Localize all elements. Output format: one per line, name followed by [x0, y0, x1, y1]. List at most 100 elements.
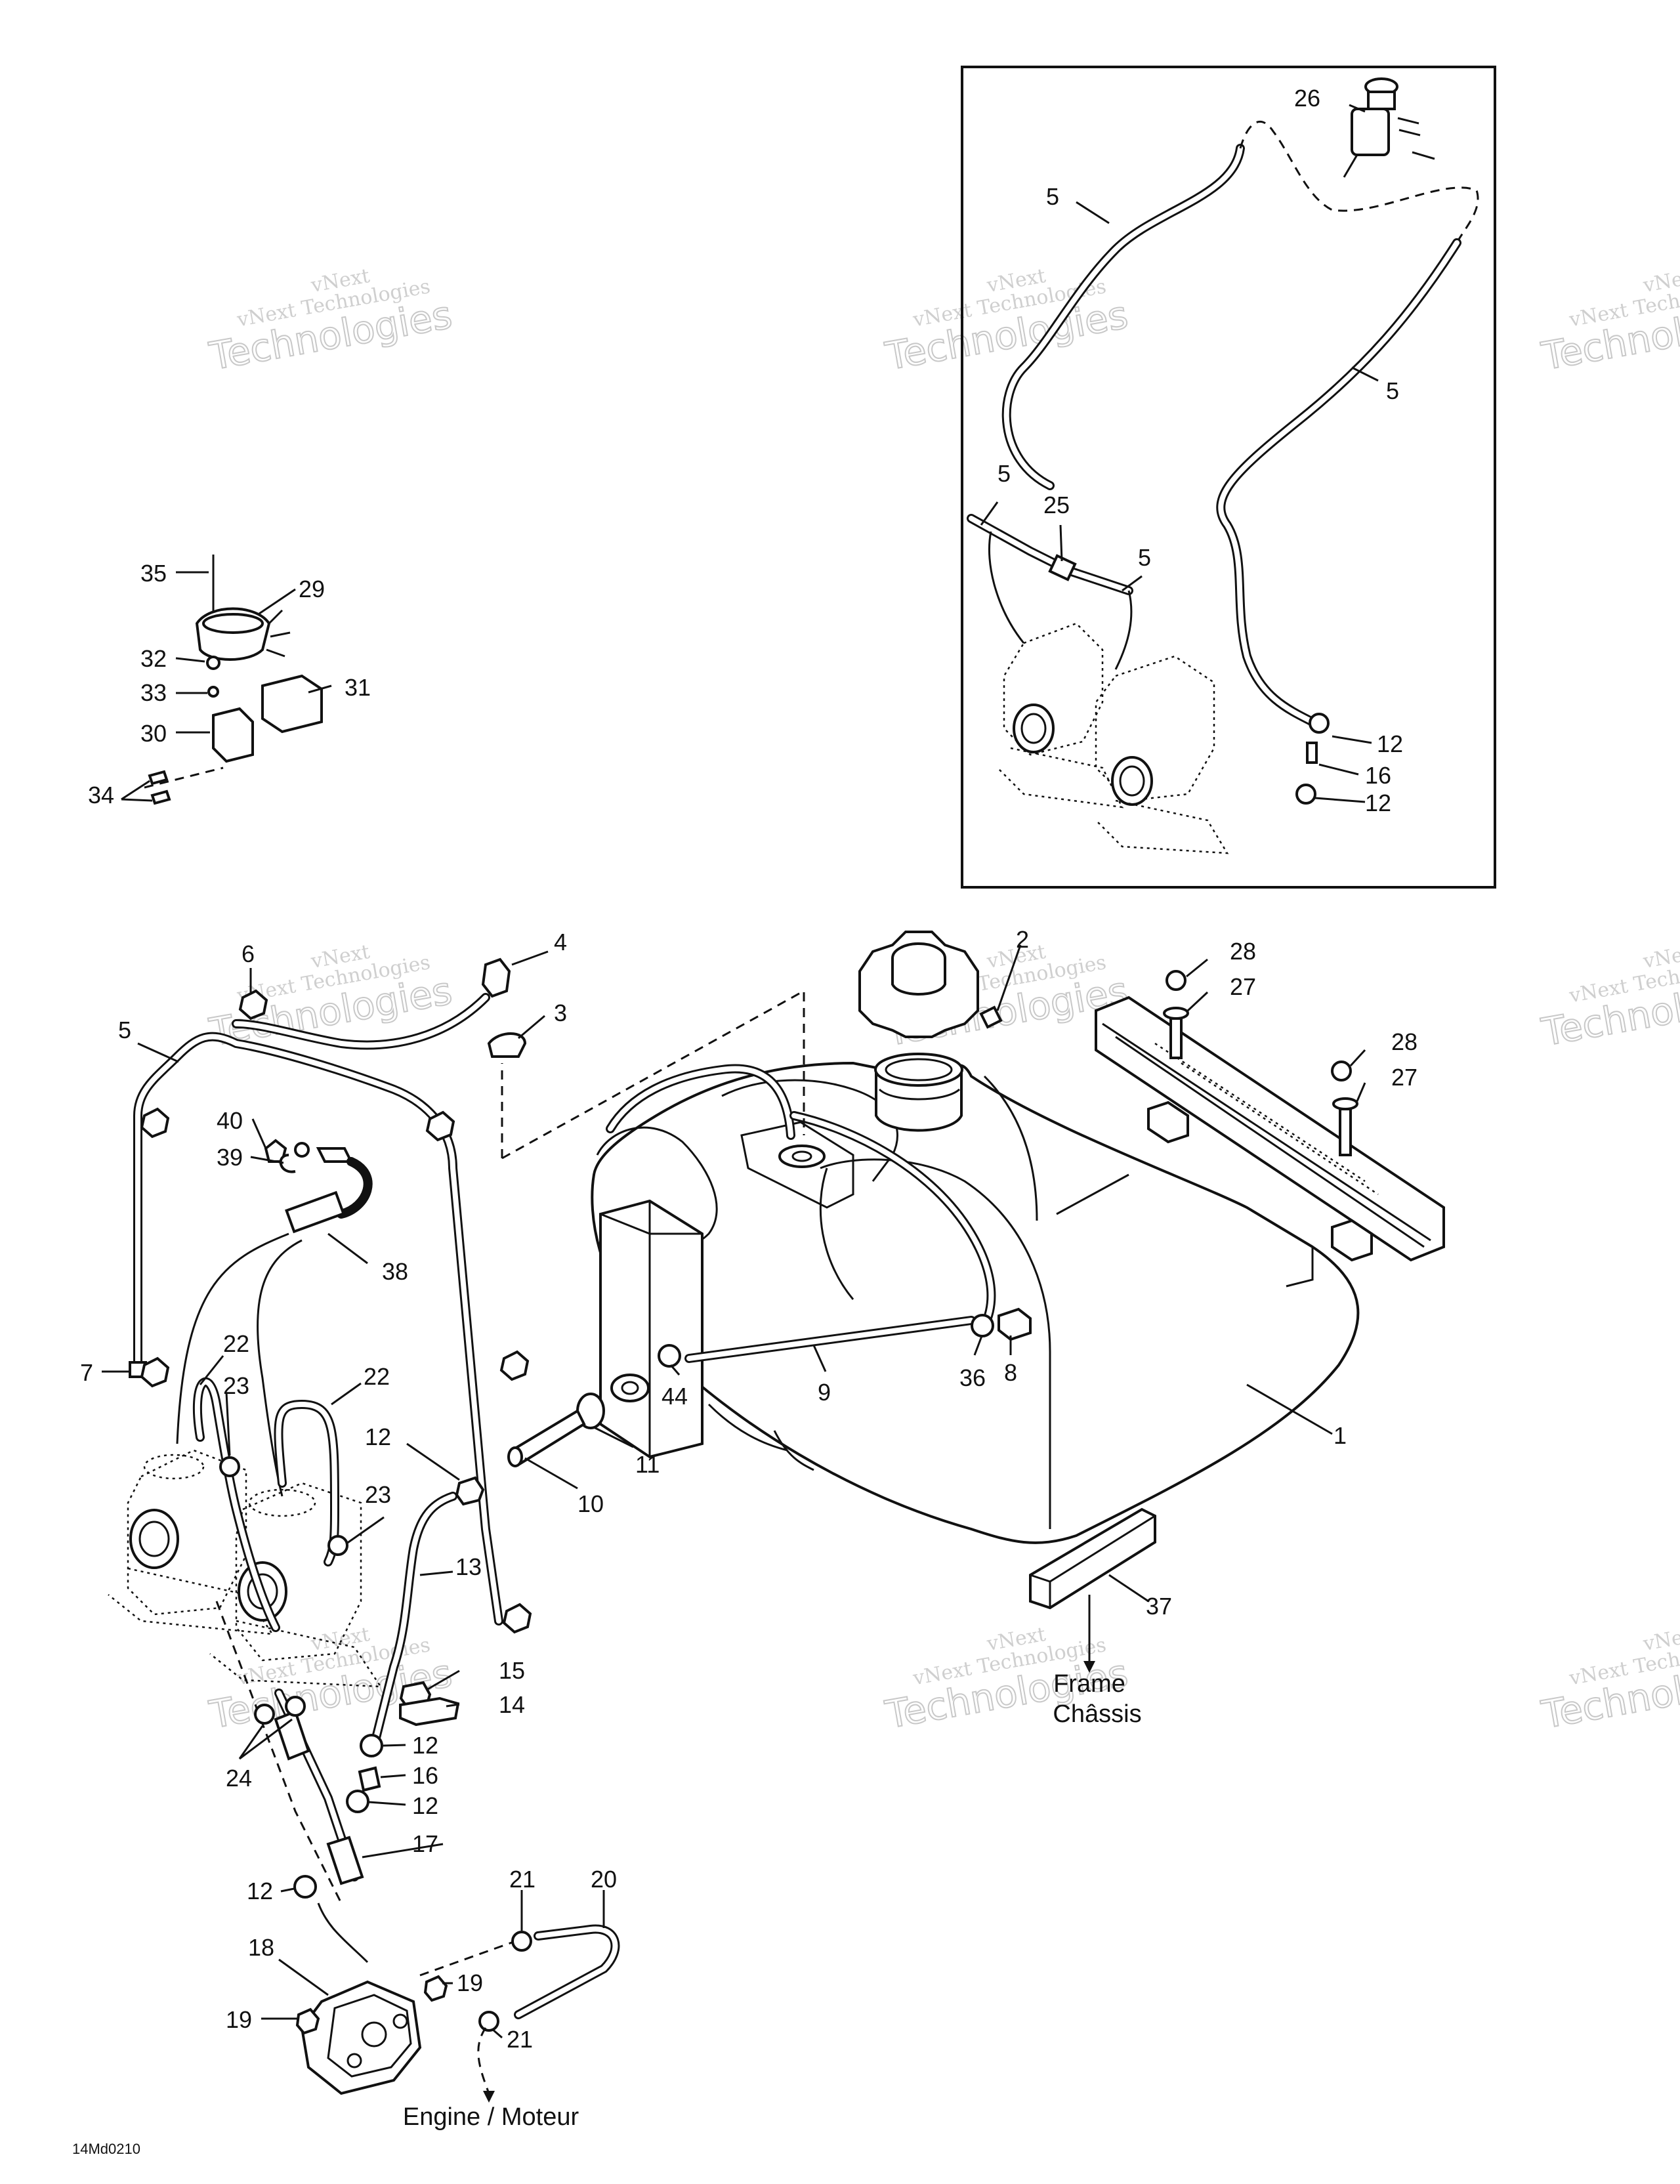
screw-19a-part: [423, 1975, 448, 2002]
chassis-caption: Châssis: [1053, 1700, 1141, 1728]
clip-39-part: [279, 1154, 296, 1173]
callout-4: 4: [554, 929, 567, 956]
callout-18: 18: [248, 1934, 274, 1961]
callout-21: 21: [507, 2026, 533, 2053]
clamp-12d-part: [360, 1734, 383, 1757]
throttle-cable-hidden: [1239, 120, 1479, 243]
throttle-cable-right: [1216, 238, 1461, 726]
tank-outlet-lines: [507, 1307, 1032, 1467]
screw-19b-part: [295, 2007, 320, 2035]
callout-3: 3: [554, 999, 567, 1026]
clamp-23b-part: [327, 1535, 348, 1556]
callout-5: 5: [1046, 183, 1059, 210]
nut-28b-part: [1331, 1060, 1352, 1082]
callout-5: 5: [1386, 377, 1399, 404]
callout-39: 39: [217, 1144, 243, 1171]
washer-27b-part: [1332, 1097, 1358, 1110]
watermark-9: vNext vNext Technologies Technologies: [1538, 1623, 1680, 1738]
bracket-30-part: [212, 707, 254, 763]
clamp-12f-part: [293, 1875, 317, 1899]
carburetors-inset: [997, 622, 1229, 854]
throttle-lever-part: [1343, 77, 1435, 178]
nut-32-part: [206, 656, 220, 670]
fuel-supply-line: [215, 1476, 620, 2095]
joint-16-part: [358, 1766, 381, 1792]
callout-28: 28: [1391, 1028, 1418, 1055]
callout-27: 27: [1391, 1064, 1418, 1091]
callout-38: 38: [382, 1258, 408, 1285]
engine-caption: Engine / Moteur: [403, 2103, 579, 2131]
callout-17: 17: [412, 1830, 438, 1857]
callout-24: 24: [226, 1765, 252, 1792]
callout-6: 6: [242, 940, 255, 967]
callout-25: 25: [1043, 492, 1070, 518]
callout-19: 19: [457, 1969, 483, 1996]
callout-8: 8: [1004, 1359, 1017, 1386]
fitting-8-part: [998, 1307, 1032, 1341]
callout-35: 35: [140, 560, 167, 587]
clamp-24b-part: [285, 1696, 306, 1717]
cable-splitter-part: [967, 514, 1133, 670]
callout-5: 5: [118, 1017, 131, 1043]
callout-34: 34: [88, 782, 114, 808]
callout-20: 20: [591, 1866, 617, 1893]
inset-throttle-cable: [961, 66, 1496, 889]
callout-16: 16: [1365, 762, 1391, 789]
callout-23: 23: [223, 1372, 249, 1399]
throttle-cable-upper-inner: [1003, 146, 1243, 488]
callout-14: 14: [499, 1691, 525, 1718]
carburetors-main: [108, 1377, 383, 1688]
callout-7: 7: [80, 1359, 93, 1386]
vent-valve-4-part: [481, 957, 511, 998]
clip-6-part: [238, 989, 268, 1020]
washer-33-part: [207, 686, 219, 698]
filter-17-part: [326, 1836, 364, 1885]
callout-1: 1: [1334, 1422, 1347, 1449]
washer-27a-part: [1163, 1007, 1189, 1020]
clamp-24a-part: [254, 1704, 275, 1725]
callout-9: 9: [818, 1379, 831, 1406]
callout-22: 22: [223, 1330, 249, 1357]
callout-26: 26: [1294, 85, 1320, 112]
callout-33: 33: [140, 679, 167, 706]
diagram-code: 14Md0210: [72, 2141, 140, 2157]
callout-5: 5: [998, 460, 1011, 487]
clamp-23a-part: [219, 1456, 240, 1477]
bracket-31-part: [261, 674, 323, 734]
connector-38-part: [285, 1190, 345, 1234]
leader-lines: [102, 944, 1366, 2039]
callout-12: 12: [365, 1423, 391, 1450]
callout-12: 12: [412, 1792, 438, 1819]
callout-16: 16: [412, 1762, 438, 1789]
watermark-2: vNext vNext Technologies Technologies: [881, 264, 1132, 379]
vent-line: [129, 957, 532, 1634]
callout-44: 44: [662, 1383, 688, 1410]
watermark-3: vNext vNext Technologies Technologies: [1538, 264, 1680, 379]
frame-caption: Frame: [1053, 1670, 1125, 1698]
support-bracket-part: [1029, 1507, 1156, 1673]
callout-31: 31: [345, 674, 371, 701]
screw-34b-part: [150, 789, 171, 805]
throttle-cable-right-inner: [1218, 240, 1460, 724]
callout-29: 29: [299, 576, 325, 602]
callout-30: 30: [140, 720, 167, 747]
bracket-14-part: [399, 1696, 460, 1727]
grommet-3-part: [487, 1032, 527, 1058]
tank-cap-part: [858, 931, 1003, 1038]
nut-28a-part: [1166, 970, 1186, 991]
clip-7a-part: [140, 1107, 170, 1139]
callout-23: 23: [365, 1481, 391, 1508]
watermark-6: vNext vNext Technologies Technologies: [1538, 940, 1680, 1055]
clamp-joint-inset: [1295, 713, 1330, 805]
clamp-36-part: [971, 1314, 994, 1337]
callout-labels: 26 5 5 5 25 5 12 16 12 35 29 32 33 31 30…: [80, 85, 1418, 2053]
callout-12: 12: [1377, 730, 1403, 757]
tank-vent-part: [979, 1005, 1003, 1029]
callout-12: 12: [247, 1878, 273, 1904]
tank-bracket-part: [1095, 970, 1445, 1262]
callout-37: 37: [1146, 1593, 1172, 1620]
callout-19: 19: [226, 2006, 252, 2033]
callout-27: 27: [1230, 973, 1256, 1000]
screw-34a-part: [148, 770, 169, 786]
